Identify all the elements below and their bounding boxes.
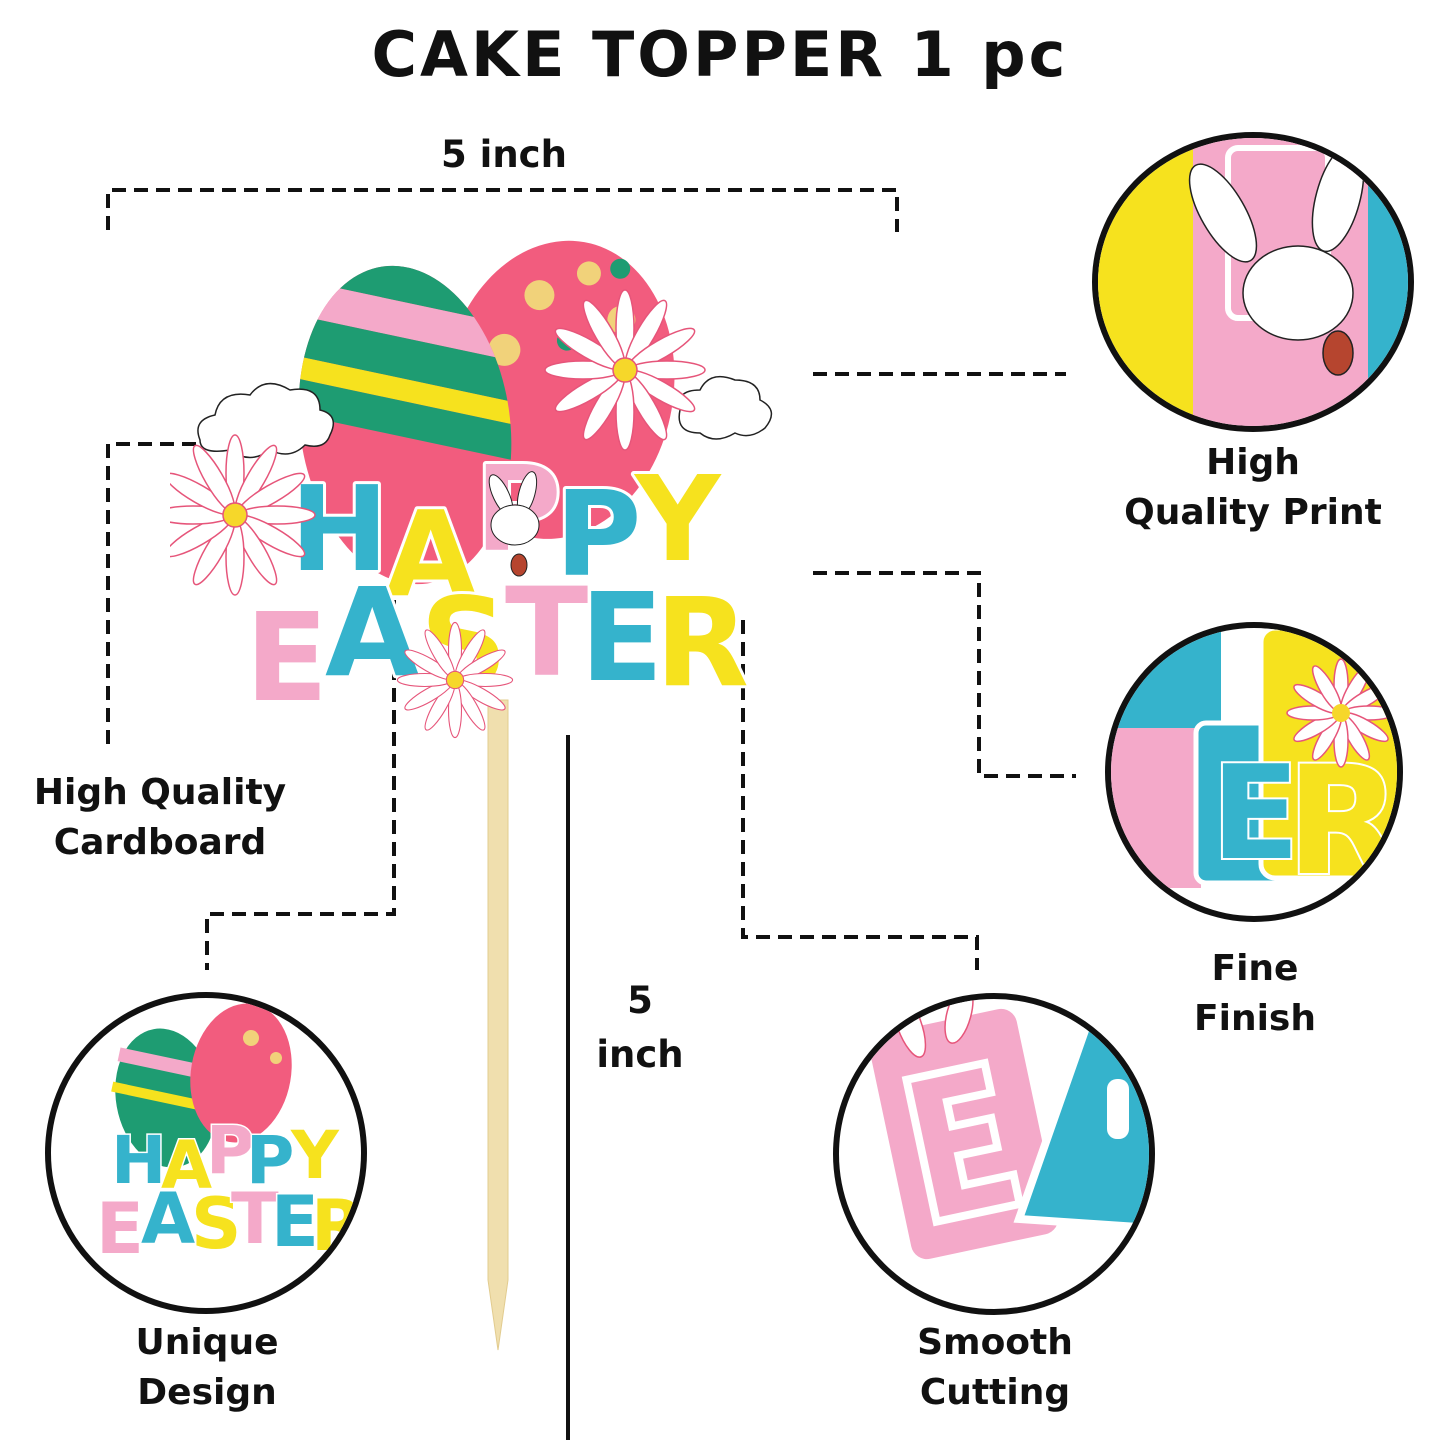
feature-label-print: High Quality Print — [1124, 442, 1382, 533]
svg-text:Y: Y — [290, 1117, 340, 1194]
feature-circle-print — [1092, 132, 1414, 432]
svg-text:E: E — [580, 567, 663, 709]
svg-text:T: T — [231, 1178, 279, 1260]
svg-text:H: H — [111, 1122, 166, 1199]
svg-text:E: E — [245, 587, 328, 729]
feature-label-cardboard: High Quality Cardboard — [33, 772, 287, 863]
feature-circle-finish: E R — [1105, 622, 1403, 922]
svg-text:E: E — [96, 1188, 144, 1270]
cake-topper-illustration: H A P P Y E A S T E R — [170, 240, 790, 1360]
svg-text:A: A — [385, 485, 476, 623]
letter-h: H — [290, 460, 389, 598]
svg-text:S: S — [191, 1183, 241, 1265]
page-title: CAKE TOPPER 1 pc — [371, 18, 1069, 91]
feature-label-cutting: Smooth Cutting — [917, 1322, 1073, 1413]
svg-text:Y: Y — [633, 450, 722, 588]
svg-text:P: P — [246, 1122, 294, 1199]
svg-text:R: R — [655, 572, 749, 714]
svg-text:T: T — [505, 562, 588, 704]
svg-text:E: E — [271, 1181, 319, 1263]
height-unit: inch — [596, 1033, 684, 1076]
svg-text:P: P — [555, 465, 641, 603]
feature-label-finish: Fine Finish — [1194, 948, 1316, 1039]
svg-text:E: E — [1211, 737, 1300, 889]
height-value: 5 — [627, 979, 653, 1022]
svg-text:R: R — [311, 1185, 365, 1267]
feature-label-design: Unique Design — [135, 1322, 279, 1413]
width-dimension-label: 5 inch — [441, 133, 567, 176]
height-dimension-label: 5 inch — [580, 974, 700, 1082]
svg-text:A: A — [161, 1127, 212, 1204]
svg-text:P: P — [206, 1112, 254, 1189]
feature-circle-design: H A P P Y E A S T E R — [45, 992, 367, 1314]
feature-circle-cutting — [833, 993, 1155, 1315]
svg-text:A: A — [141, 1178, 195, 1260]
